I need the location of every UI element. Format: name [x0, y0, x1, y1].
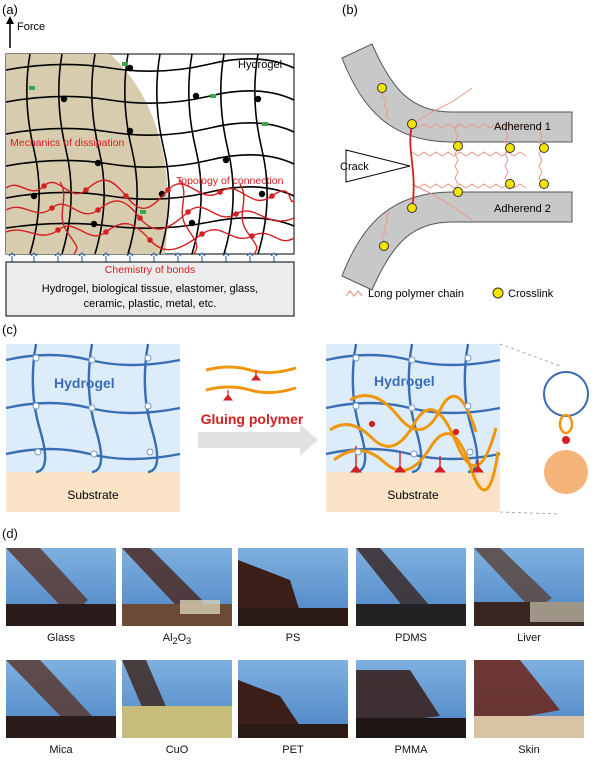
crack-label: Crack — [340, 161, 369, 173]
zoom-link — [558, 413, 574, 435]
substrate-left-label: Substrate — [67, 488, 119, 502]
zoom-guides — [499, 343, 561, 515]
gluing-polymer-icon — [205, 365, 297, 395]
gluing-nodes — [41, 183, 275, 243]
hydrogel-left-label: Hydrogel — [54, 375, 115, 391]
mechanics-label: Mechanics of dissipation — [10, 137, 125, 149]
photo-pmma — [356, 660, 466, 738]
substrate-right-label: Substrate — [387, 488, 439, 502]
panel-d-label: (d) — [2, 526, 18, 541]
photo-cuo — [122, 660, 232, 738]
bridging-chain — [409, 125, 415, 211]
process-arrow — [198, 424, 318, 456]
panel-c-label: (c) — [2, 322, 17, 337]
topology-label: Topology of connection — [176, 175, 284, 187]
panel-c: (c) Hydrogel Substrate Gluing polymer — [2, 322, 589, 515]
legend-chain-icon — [345, 290, 363, 297]
panel-d: (d) — [0, 520, 602, 761]
photo-skin — [474, 660, 584, 738]
caption-liver: Liver — [517, 632, 541, 644]
legend-crosslink-icon — [492, 287, 504, 299]
substrate-right-box — [326, 472, 500, 512]
caption-skin: Skin — [518, 744, 540, 756]
force-label: Force — [17, 21, 45, 33]
crosslinks — [377, 83, 549, 251]
caption-al2o3: Al2O3 — [162, 632, 192, 647]
adherend-1 — [341, 43, 573, 143]
zoom-anchor — [562, 436, 570, 444]
force-arrow — [6, 16, 14, 48]
panel-a: (a) Force — [2, 2, 295, 317]
caption-pet: PET — [282, 744, 304, 756]
dissipation-zone — [6, 54, 168, 254]
photo-al2o3 — [122, 548, 232, 626]
chemistry-label: Chemistry of bonds — [105, 264, 195, 276]
adherend-2-label: Adherend 2 — [494, 203, 551, 215]
photo-mica — [6, 660, 116, 738]
hydrogel-label-a: Hydrogel — [238, 59, 282, 71]
green-crosslinks — [29, 62, 268, 214]
gluing-polymer-label: Gluing polymer — [201, 411, 304, 427]
caption-pmma: PMMA — [394, 744, 428, 756]
photo-liver — [474, 548, 584, 626]
substrate-left-box — [6, 472, 180, 512]
adherend-2 — [341, 191, 573, 291]
photo-ps — [238, 548, 348, 626]
substrate-text-2: ceramic, plastic, metal, etc. — [84, 298, 217, 310]
caption-cuo: CuO — [165, 744, 189, 756]
gluing-polymer-network — [329, 394, 500, 492]
zoom-substrate-particle — [544, 450, 588, 494]
caption-glass: Glass — [46, 632, 76, 644]
adherend-1-label: Adherend 1 — [494, 121, 551, 133]
panel-a-label: (a) — [2, 2, 18, 17]
caption-pdms: PDMS — [395, 632, 427, 644]
legend-chain-label: Long polymer chain — [368, 288, 464, 300]
photo-pdms — [356, 548, 466, 626]
hydrogel-right-label: Hydrogel — [374, 373, 435, 389]
gluing-polymer-anchors — [222, 370, 262, 401]
hydrogel-right-nodes — [352, 354, 474, 458]
photo-pet — [238, 660, 348, 738]
legend-crosslink-label: Crosslink — [508, 288, 554, 300]
panel-b-label: (b) — [342, 2, 358, 17]
caption-mica: Mica — [49, 744, 73, 756]
zoom-hydrogel-loop — [543, 371, 589, 417]
hydrogel-left-nodes — [32, 354, 154, 458]
caption-ps: PS — [285, 632, 301, 644]
bond-anchors — [8, 252, 278, 262]
network-nodes — [30, 64, 266, 228]
photo-glass — [6, 548, 116, 626]
substrate-text-1: Hydrogel, biological tissue, elastomer, … — [42, 283, 258, 295]
substrate-box — [5, 261, 295, 317]
crack-shape — [345, 149, 411, 183]
panel-b: (b) Crack Adherend 1 Adherend 2 Long pol… — [340, 2, 573, 300]
photo-grid — [6, 548, 584, 738]
